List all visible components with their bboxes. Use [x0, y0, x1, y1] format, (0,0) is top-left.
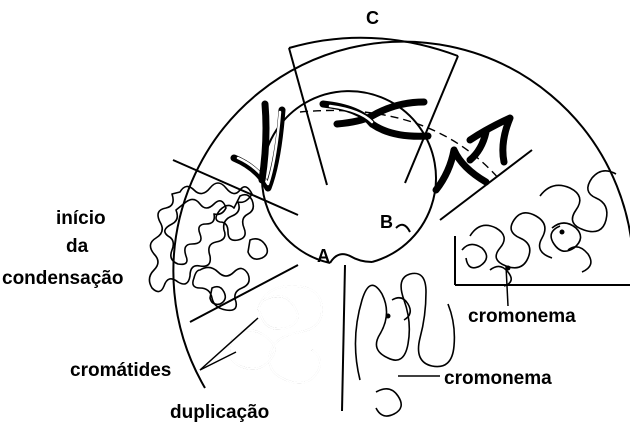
inner-circle: [262, 91, 436, 263]
label-duplicacao: duplicação: [170, 402, 269, 423]
divider-1: [289, 48, 327, 185]
label-cromatides: cromátides: [70, 360, 171, 381]
label-a: A: [317, 246, 330, 266]
chromosome-anaphase-right: [436, 118, 510, 190]
top-bulge-arc: [289, 38, 458, 56]
notch-a: [330, 254, 372, 263]
chromatid-loops: [229, 286, 322, 383]
label-c: C: [366, 8, 379, 28]
label-cromonema-right: cromonema: [468, 306, 576, 327]
outer-arc: [173, 42, 630, 388]
label-inicio: início: [56, 208, 106, 229]
divider-6: [342, 265, 345, 411]
chromosome-v-left: [234, 104, 282, 188]
label-b: B: [380, 212, 393, 232]
divider-5: [190, 265, 298, 322]
label-da: da: [66, 236, 89, 257]
label-cromonema-bottom: cromonema: [444, 368, 552, 389]
label-condensacao: condensação: [2, 268, 123, 289]
cromonema-coils-right: [462, 171, 616, 286]
cromonema-loops-bottom: [355, 273, 454, 416]
pointer-chromatids-1: [200, 318, 258, 370]
notch-b: [396, 225, 410, 232]
